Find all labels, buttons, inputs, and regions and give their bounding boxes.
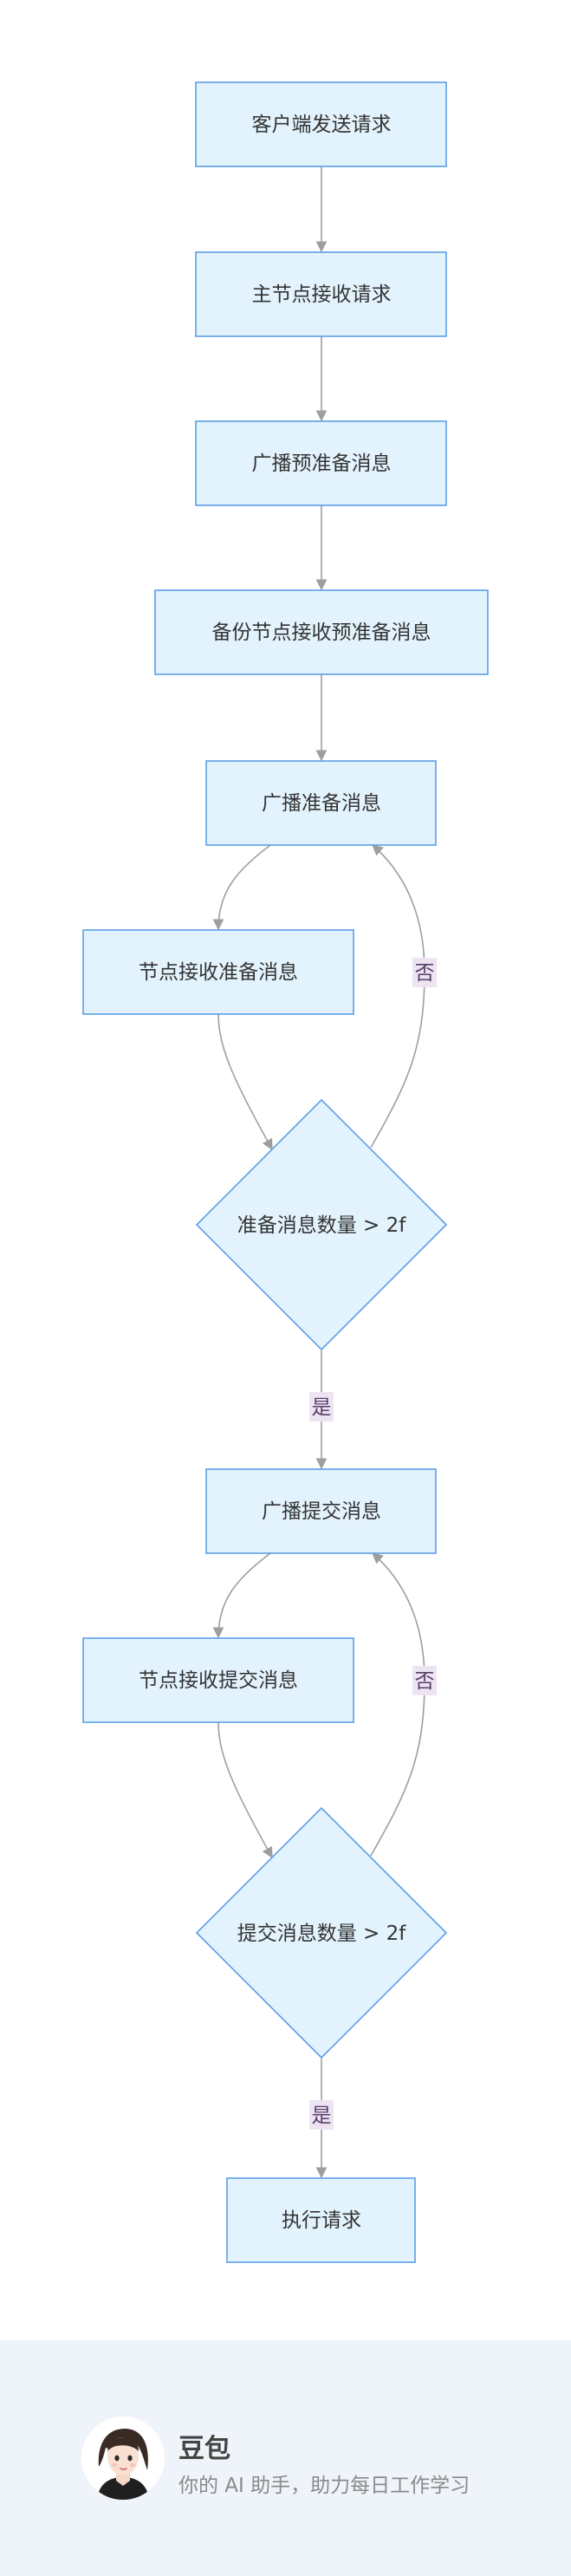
- node-broadcast-commit: 广播提交消息: [205, 1468, 437, 1554]
- node-execute: 执行请求: [226, 2177, 416, 2263]
- svg-text:客户端发送请求: 客户端发送请求: [252, 114, 392, 136]
- brand-name: 豆包: [178, 2434, 230, 2464]
- svg-text:广播预准备消息: 广播预准备消息: [252, 452, 392, 475]
- svg-text:广播提交消息: 广播提交消息: [262, 1500, 381, 1523]
- node-client-send: 客户端发送请求: [195, 81, 447, 167]
- decision-commit-check: 提交消息数量 > 2f: [195, 1806, 448, 2059]
- decision-prepare-check: 准备消息数量 > 2f: [195, 1098, 448, 1351]
- svg-text:准备消息数量 > 2f: 准备消息数量 > 2f: [237, 1214, 407, 1237]
- node-broadcast-prepare: 广播准备消息: [205, 760, 437, 846]
- edge-label-commit-yes: 是: [309, 2100, 334, 2130]
- node-broadcast-preprepare: 广播预准备消息: [195, 420, 447, 506]
- edge-label-prepare-no: 否: [412, 958, 437, 987]
- edge-node-receive-to-prepare-check: [217, 1013, 273, 1151]
- edge-broadcast-prepare-to-node-receive: [212, 844, 271, 931]
- node-primary-receive: 主节点接收请求: [195, 251, 447, 337]
- svg-text:广播准备消息: 广播准备消息: [262, 792, 381, 815]
- svg-text:提交消息数量 > 2f: 提交消息数量 > 2f: [237, 1922, 407, 1945]
- svg-text:执行请求: 执行请求: [282, 2209, 361, 2232]
- node-node-receive-commit: 节点接收提交消息: [82, 1637, 354, 1723]
- flowchart: 否 是 否 是 客户端发送请求 主节点接收请求 广播预准备消息 备份节点接收预准…: [82, 81, 489, 2263]
- node-node-receive-prepare: 节点接收准备消息: [82, 929, 354, 1015]
- footer-banner: 豆包 你的 AI 助手，助力每日工作学习: [0, 2340, 571, 2576]
- svg-text:是: 是: [312, 1396, 332, 1419]
- svg-text:是: 是: [312, 2104, 332, 2127]
- svg-text:节点接收准备消息: 节点接收准备消息: [139, 961, 298, 984]
- node-backup-receive-preprepare: 备份节点接收预准备消息: [154, 589, 489, 675]
- edge-node-receive-commit-to-commit-check: [217, 1721, 273, 1859]
- brand-tagline: 你的 AI 助手，助力每日工作学习: [178, 2475, 470, 2497]
- avatar: [81, 2417, 165, 2500]
- svg-text:主节点接收请求: 主节点接收请求: [252, 283, 392, 306]
- svg-text:节点接收提交消息: 节点接收提交消息: [139, 1669, 298, 1692]
- edge-label-prepare-yes: 是: [309, 1392, 334, 1421]
- edge-label-commit-no: 否: [412, 1666, 437, 1695]
- svg-text:否: 否: [415, 962, 435, 985]
- edge-prepare-check-no-loop: [370, 844, 425, 1148]
- svg-text:备份节点接收预准备消息: 备份节点接收预准备消息: [212, 621, 431, 644]
- edge-broadcast-commit-to-node-receive: [212, 1552, 271, 1639]
- svg-text:否: 否: [415, 1670, 435, 1693]
- edge-commit-check-no-loop: [370, 1552, 425, 1857]
